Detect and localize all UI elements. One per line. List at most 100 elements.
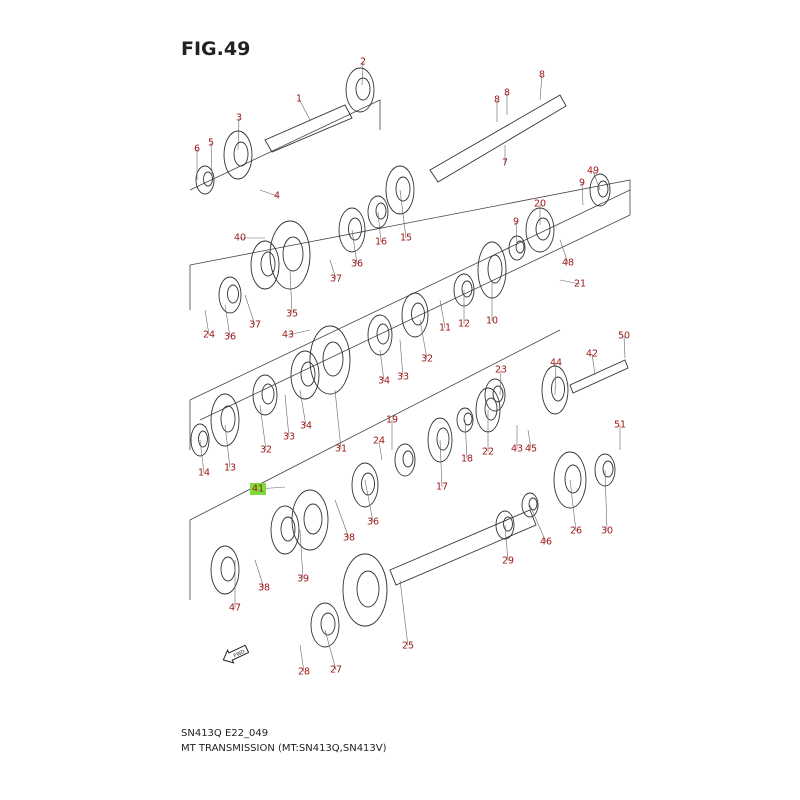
part-gear: [351, 462, 379, 508]
callout-2[interactable]: 2: [360, 57, 366, 68]
callout-9[interactable]: 9: [579, 178, 585, 189]
leader-line: [464, 419, 468, 460]
leader-line: [298, 98, 311, 121]
leader-line: [439, 439, 443, 488]
part-bore: [303, 503, 323, 535]
callout-43[interactable]: 43: [282, 330, 294, 341]
callout-30[interactable]: 30: [601, 526, 613, 537]
callout-29[interactable]: 29: [502, 556, 514, 567]
callout-26[interactable]: 26: [570, 526, 582, 537]
leader-line: [224, 304, 231, 338]
part-bore: [461, 280, 473, 298]
callout-40[interactable]: 40: [234, 233, 246, 244]
callout-3[interactable]: 3: [236, 113, 242, 124]
part-bore: [564, 464, 582, 494]
callout-50[interactable]: 50: [618, 331, 630, 342]
callout-15[interactable]: 15: [400, 233, 412, 244]
callout-44[interactable]: 44: [550, 358, 562, 369]
callout-17[interactable]: 17: [436, 482, 448, 493]
callout-24[interactable]: 24: [373, 436, 385, 447]
part-bore: [300, 361, 316, 387]
callout-9[interactable]: 9: [513, 217, 519, 228]
part-gear: [338, 207, 366, 253]
leader-line: [554, 362, 557, 396]
callout-22[interactable]: 22: [482, 447, 494, 458]
leader-line: [559, 239, 569, 264]
callout-13[interactable]: 13: [224, 463, 236, 474]
callout-5[interactable]: 5: [208, 138, 214, 149]
callout-36[interactable]: 36: [351, 259, 363, 270]
callout-8[interactable]: 8: [504, 88, 510, 99]
callout-36[interactable]: 36: [367, 517, 379, 528]
part-gear: [218, 276, 242, 314]
callout-24[interactable]: 24: [203, 330, 215, 341]
leader-line: [324, 629, 337, 671]
callout-12[interactable]: 12: [458, 319, 470, 330]
part-bore: [260, 251, 276, 277]
part-gear: [210, 393, 240, 447]
callout-1[interactable]: 1: [296, 94, 302, 105]
callout-34[interactable]: 34: [378, 376, 390, 387]
callout-23[interactable]: 23: [495, 365, 507, 376]
callout-31[interactable]: 31: [335, 444, 347, 455]
part-gear: [594, 453, 616, 487]
callout-14[interactable]: 14: [198, 468, 210, 479]
frame-top: [189, 99, 381, 191]
part-bore: [551, 376, 565, 402]
callout-37[interactable]: 37: [249, 320, 261, 331]
callout-36[interactable]: 36: [224, 332, 236, 343]
callout-41[interactable]: 41: [252, 484, 264, 495]
callout-38[interactable]: 38: [343, 533, 355, 544]
callout-19[interactable]: 19: [386, 415, 398, 426]
part-gear: [508, 235, 526, 261]
part-bore: [355, 77, 371, 101]
callout-48[interactable]: 48: [562, 258, 574, 269]
callout-6[interactable]: 6: [194, 144, 200, 155]
callout-47[interactable]: 47: [229, 603, 241, 614]
callout-16[interactable]: 16: [375, 237, 387, 248]
part-bore: [535, 217, 551, 241]
callout-42[interactable]: 42: [586, 349, 598, 360]
callout-45[interactable]: 45: [525, 444, 537, 455]
callout-10[interactable]: 10: [486, 316, 498, 327]
part-gear: [401, 292, 429, 338]
callout-8[interactable]: 8: [494, 95, 500, 106]
callout-11[interactable]: 11: [439, 323, 451, 334]
part-gear: [250, 240, 280, 290]
callout-37[interactable]: 37: [330, 274, 342, 285]
callout-33[interactable]: 33: [397, 372, 409, 383]
callout-39[interactable]: 39: [297, 574, 309, 585]
callout-8[interactable]: 8: [539, 70, 545, 81]
leader-line: [334, 499, 350, 539]
callout-21[interactable]: 21: [574, 279, 586, 290]
group-callouts: 1234567888499209214810121132333415163637…: [194, 57, 630, 678]
part-gear: [456, 407, 474, 433]
callout-4[interactable]: 4: [274, 191, 280, 202]
part-gear: [521, 492, 539, 518]
callout-49[interactable]: 49: [587, 166, 599, 177]
callout-20[interactable]: 20: [534, 199, 546, 210]
callout-25[interactable]: 25: [402, 641, 414, 652]
callout-34[interactable]: 34: [300, 421, 312, 432]
callout-32[interactable]: 32: [421, 354, 433, 365]
leader-line: [259, 189, 278, 197]
callout-28[interactable]: 28: [298, 667, 310, 678]
callout-33[interactable]: 33: [283, 432, 295, 443]
leader-line: [224, 424, 231, 469]
callout-18[interactable]: 18: [461, 454, 473, 465]
part-bore: [227, 284, 239, 304]
callout-27[interactable]: 27: [330, 665, 342, 676]
part-bore: [402, 450, 414, 468]
callout-7[interactable]: 7: [502, 158, 508, 169]
callout-35[interactable]: 35: [286, 309, 298, 320]
part-bore: [375, 202, 387, 220]
leader-line: [604, 469, 608, 532]
callout-46[interactable]: 46: [540, 537, 552, 548]
part-bore: [492, 385, 504, 403]
callout-51[interactable]: 51: [614, 420, 626, 431]
callout-43[interactable]: 43: [511, 444, 523, 455]
part-bore: [203, 171, 213, 187]
callout-32[interactable]: 32: [260, 445, 272, 456]
callout-38[interactable]: 38: [258, 583, 270, 594]
